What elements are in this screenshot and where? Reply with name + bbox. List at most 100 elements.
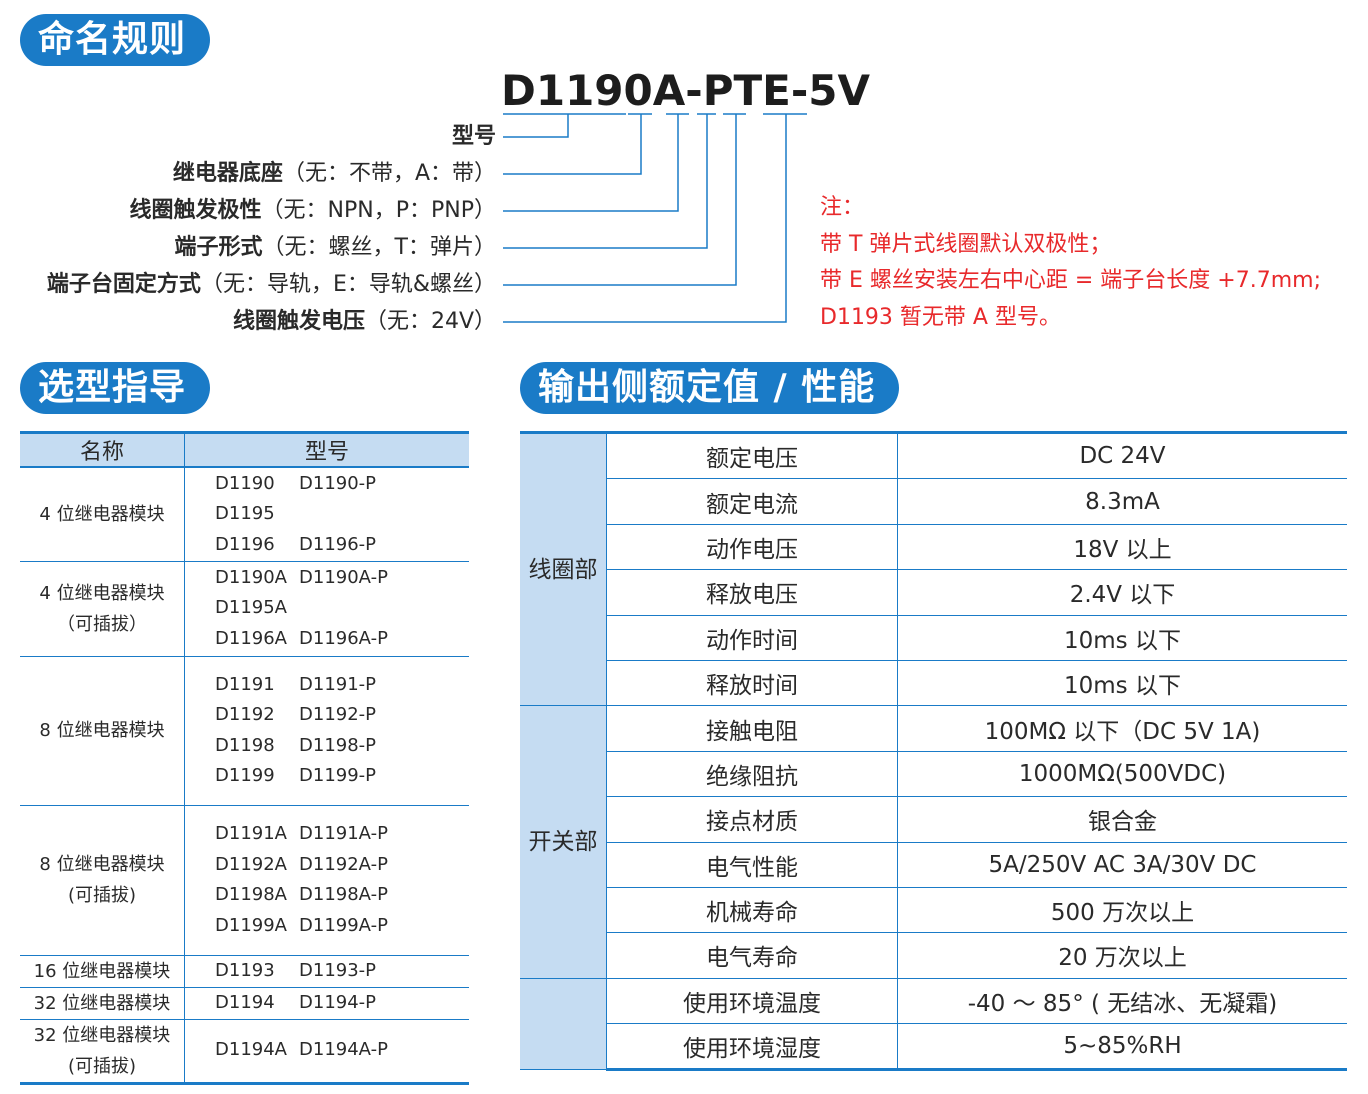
- product-name-line: 16 位继电器模块: [33, 960, 171, 982]
- spec-value: 10ms 以下: [897, 615, 1347, 661]
- spec-row: 接点材质银合金: [520, 796, 1347, 843]
- model-pnp: D1194-P: [299, 991, 377, 1013]
- spec-value: 5A/250V AC 3A/30V DC: [897, 842, 1347, 888]
- note-line: 带 T 弹片式线圈默认双极性；: [820, 231, 1112, 257]
- naming-label: 继电器底座（无：不带，A：带）: [173, 159, 496, 189]
- model-pnp: D1198A-P: [299, 884, 388, 905]
- product-name-line: 4 位继电器模块: [39, 503, 165, 525]
- spec-value: 100MΩ 以下（DC 5V 1A): [897, 705, 1347, 752]
- naming-label-options: （无：螺丝，T：弹片）: [262, 235, 496, 260]
- spec-parameter: 接触电阻: [606, 705, 898, 752]
- spec-group-char: 部: [574, 556, 598, 583]
- spec-parameter: 使用环境湿度: [606, 1023, 898, 1072]
- model-npn: D1198: [215, 734, 275, 756]
- spec-parameter: 释放电压: [606, 569, 898, 616]
- model-line: D1195A: [215, 593, 469, 624]
- model-npn: D1190: [215, 472, 275, 494]
- selection-heading: 选型指导: [20, 362, 211, 414]
- spec-parameter: 使用环境温度: [606, 978, 898, 1025]
- spec-parameter: 机械寿命: [606, 887, 898, 934]
- naming-label-options: （无：24V）: [364, 309, 496, 334]
- product-name: 4 位继电器模块: [20, 467, 185, 562]
- spec-parameter: 绝缘阻抗: [606, 751, 898, 798]
- naming-label-field: 线圈触发极性: [129, 198, 262, 223]
- spec-group-char: 开: [528, 829, 552, 856]
- model-npn: D1191: [215, 673, 275, 695]
- naming-label-options: （无：不带，A：带）: [282, 161, 496, 186]
- spec-parameter: 电气性能: [606, 842, 898, 888]
- spec-parameter: 额定电流: [606, 478, 898, 525]
- model-pnp: D1193-P: [299, 959, 377, 981]
- product-name: 8 位继电器模块: [20, 656, 185, 806]
- model-pnp: D1198-P: [299, 734, 377, 756]
- naming-label: 线圈触发极性（无：NPN，P：PNP）: [130, 196, 496, 226]
- naming-label: 型号: [452, 122, 496, 152]
- model-npn: D1190A: [215, 566, 287, 588]
- naming-label-options: （无：导轨，E：导轨&螺丝）: [200, 272, 496, 297]
- header-name: 名称: [20, 431, 185, 468]
- product-name: 32 位继电器模块: [20, 987, 185, 1020]
- naming-label-field: 端子形式: [174, 235, 263, 260]
- naming-label: 端子形式（无：螺丝，T：弹片）: [175, 233, 496, 263]
- spec-parameter: 额定电压: [606, 430, 898, 480]
- spec-value: 8.3mA: [897, 478, 1347, 525]
- spec-value: 5~85%RH: [897, 1023, 1347, 1072]
- model-npn: D1196A: [215, 627, 287, 649]
- product-name-line: 8 位继电器模块: [39, 854, 165, 875]
- model-npn: D1194A: [215, 1039, 287, 1061]
- specs-heading: 输出侧额定值 / 性能: [520, 362, 900, 414]
- model-npn: D1194: [215, 991, 275, 1013]
- spec-group-char: 部: [574, 829, 598, 856]
- model-npn: D1191A: [215, 823, 287, 844]
- spec-group-label: [520, 978, 607, 1071]
- spec-value: -40 ～ 85° ( 无结冰、无凝霜): [897, 978, 1347, 1025]
- spec-value: 10ms 以下: [897, 660, 1347, 707]
- model-pnp: D1192-P: [299, 704, 377, 725]
- product-name-line: 8 位继电器模块: [39, 720, 165, 741]
- spec-value: 银合金: [897, 796, 1347, 843]
- product-name-line: 32 位继电器模块: [33, 1024, 171, 1046]
- note-line: D1193 暂无带 A 型号。: [820, 304, 1061, 330]
- model-npn: D1198A: [215, 884, 287, 905]
- spec-group-char: 线: [528, 556, 552, 583]
- table-header-row: 名称 型号: [20, 431, 469, 468]
- spec-parameter: 释放时间: [606, 660, 898, 707]
- spec-parameter: 动作电压: [606, 524, 898, 571]
- product-name-line: 32 位继电器模块: [33, 992, 171, 1014]
- product-name: 32 位继电器模块(可插拔): [20, 1019, 185, 1085]
- model-pnp: D1199A-P: [299, 914, 388, 936]
- model-list: D1194 D1194-P: [184, 987, 469, 1020]
- product-name: 16 位继电器模块: [20, 955, 185, 988]
- spec-parameter: 动作时间: [606, 615, 898, 661]
- spec-value: 20 万次以上: [897, 932, 1347, 979]
- model-npn: D1192A: [215, 853, 287, 875]
- spec-value: 500 万次以上: [897, 887, 1347, 934]
- naming-connector-lines: [503, 113, 807, 323]
- spec-value: 18V 以上: [897, 524, 1347, 571]
